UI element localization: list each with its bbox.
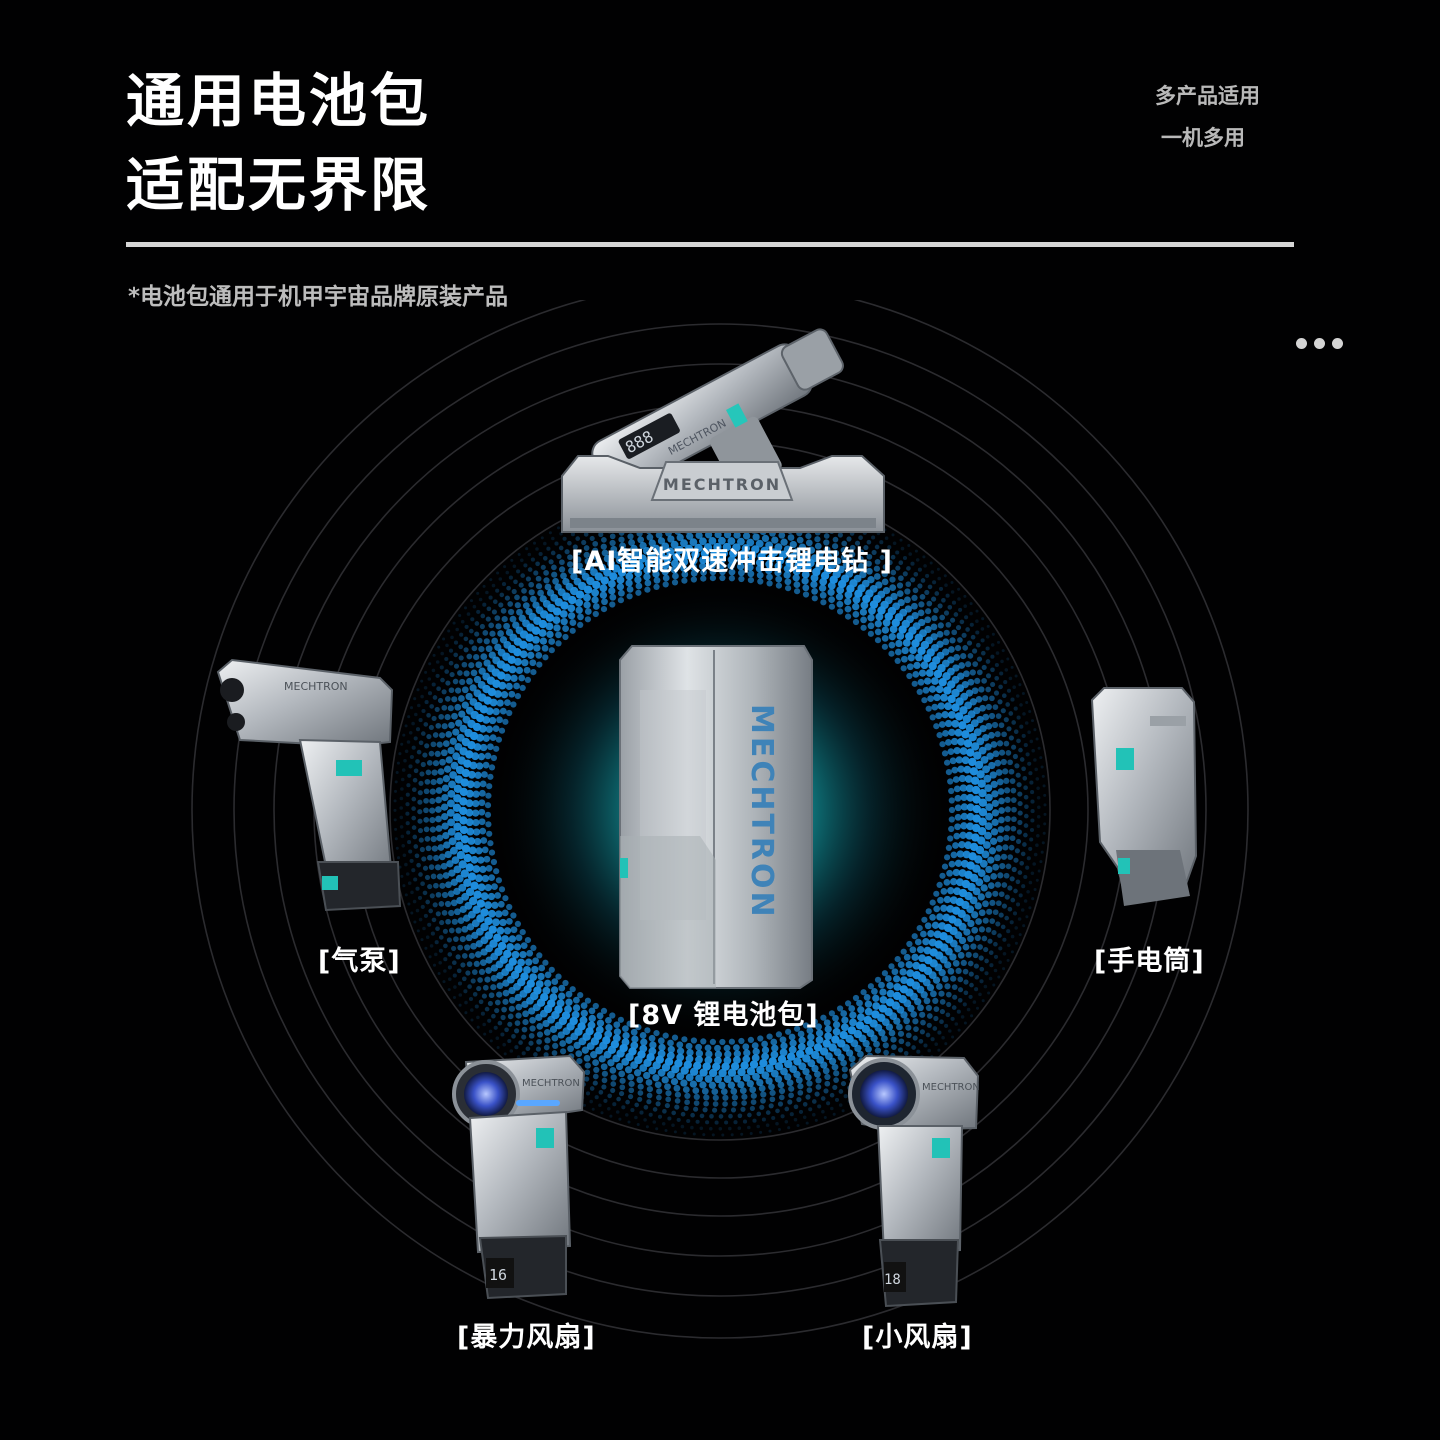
title-line-1: 通用电池包 [126, 67, 432, 135]
more-options-icon[interactable] [1296, 338, 1348, 352]
title-line-2: 适配无界限 [126, 151, 432, 219]
turbo-fan-display: 16 [489, 1266, 507, 1284]
mini-fan-display: 18 [884, 1272, 901, 1288]
tag-multi-product: 多产品适用 [1155, 84, 1260, 108]
pump-brand: MECHTRON [284, 680, 348, 693]
mini-fan-label: [小风扇] [862, 1322, 973, 1353]
product-ring-scene: 888 MECHTRON MECHTRON MECHTRON [191, 300, 1249, 1339]
flashlight-product [1090, 687, 1198, 906]
dotted-blue-ring [393, 483, 1047, 1137]
pump-label: [气泵] [318, 946, 401, 977]
drill-product: 888 MECHTRON MECHTRON [561, 328, 885, 533]
mini-fan-brand: MECHTRON [922, 1082, 980, 1093]
header-divider [126, 242, 1294, 247]
flashlight-label: [手电筒] [1094, 946, 1205, 977]
battery-label: [8V 锂电池包] [628, 1000, 819, 1031]
turbo-fan-label: [暴力风扇] [457, 1322, 596, 1353]
drill-label: [AI智能双速冲击锂电钻 ] [571, 546, 894, 577]
mini-fan-product: MECHTRON 18 [848, 1054, 980, 1308]
turbo-fan-brand: MECHTRON [522, 1078, 580, 1089]
battery-brand: MECHTRON [744, 704, 779, 920]
turbo-fan-product: MECHTRON 16 [452, 1054, 586, 1300]
outer-ring [233, 323, 1207, 1297]
outer-ring [191, 300, 1249, 1339]
battery-pack-product: MECHTRON [619, 645, 813, 989]
tag-multi-use: 一机多用 [1161, 126, 1245, 150]
compatibility-note: *电池包通用于机甲宇宙品牌原装产品 [128, 284, 509, 310]
svg-text:MECHTRON: MECHTRON [663, 475, 781, 494]
air-pump-product: MECHTRON [216, 658, 402, 912]
